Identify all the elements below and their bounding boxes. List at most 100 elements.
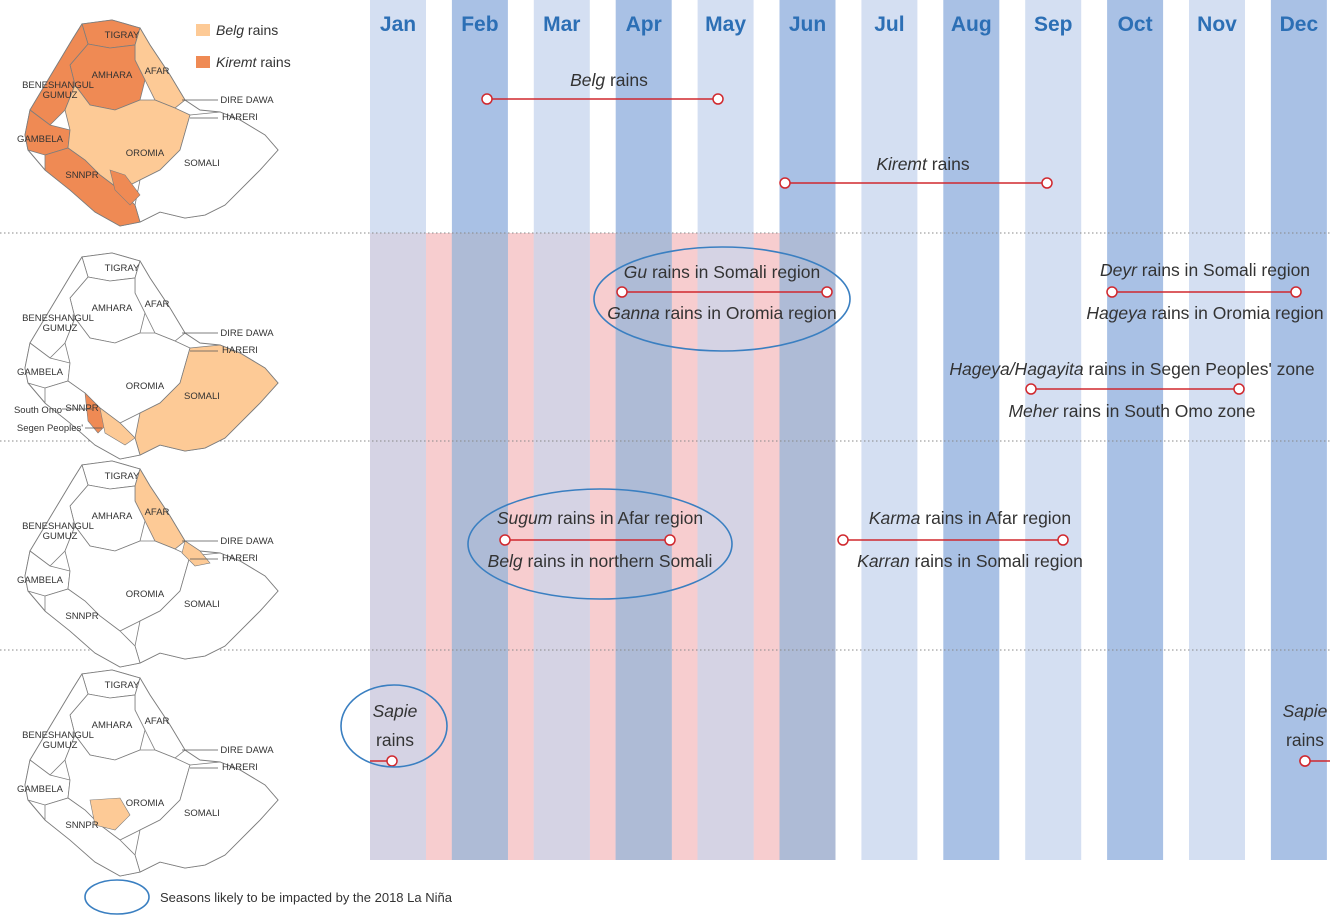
region-somali — [134, 344, 279, 456]
season-start-marker — [837, 534, 849, 546]
legend-kiremt-label: Kiremt rains — [216, 54, 291, 70]
map-label-hareri: HARERI — [222, 112, 258, 123]
region-north-somali — [181, 540, 211, 567]
season-label-1-rest: rains in Oromia region — [1147, 303, 1324, 323]
season-label-1: Karran rains in Somali region — [857, 551, 1083, 571]
season-label-1-rest: rains — [1286, 730, 1324, 750]
map-label-somali: SOMALI — [184, 158, 220, 169]
map-label-amhara: AMHARA — [92, 511, 133, 522]
month-label-jun: Jun — [789, 13, 826, 36]
map-label-somali: SOMALI — [184, 391, 220, 402]
map-label-afar: AFAR — [145, 716, 170, 727]
season-1: Kiremt rains — [779, 154, 1053, 189]
season-label-0-rest: rains — [605, 70, 648, 90]
season-label-1-rest: rains in South Omo zone — [1058, 401, 1255, 421]
legend-belg-swatch — [196, 24, 210, 36]
region-oromia-south — [99, 407, 136, 446]
season-label-0-italic: Sapie — [373, 701, 418, 721]
season-label-0-italic: Sugum — [497, 508, 552, 528]
season-end-marker — [821, 286, 833, 298]
season-label-1: rains — [376, 730, 414, 750]
month-column-shaded-mar — [533, 233, 590, 860]
month-label-jan: Jan — [380, 13, 416, 36]
month-columns — [370, 0, 1327, 860]
map-label-oromia: OROMIA — [126, 148, 165, 159]
map-label-amhara: AMHARA — [92, 720, 133, 731]
month-column-dec — [1270, 0, 1327, 860]
season-label-0: Hageya/Hagayita rains in Segen Peoples' … — [949, 359, 1314, 379]
legend-kiremt-label-italic: Kiremt — [216, 54, 258, 70]
map-label-gumuz: GUMUZ — [43, 531, 78, 542]
legend-kiremt-swatch — [196, 56, 210, 68]
month-label-nov: Nov — [1197, 13, 1237, 36]
map-label-afar: AFAR — [145, 66, 170, 77]
map-label-oromia: OROMIA — [126, 589, 165, 600]
region-snnpr — [44, 797, 141, 877]
season-end-marker — [1041, 177, 1053, 189]
season-7: Sapie rains — [340, 684, 448, 768]
season-label-0: Belg rains — [570, 70, 648, 90]
season-start-marker — [1025, 383, 1037, 395]
legend-belg-label: Belg rains — [216, 22, 278, 38]
map-label-gambela: GAMBELA — [17, 134, 64, 145]
season-label-0: Gu rains in Somali region — [624, 262, 821, 282]
season-end-marker — [664, 534, 676, 546]
season-label-1: rains — [1286, 730, 1324, 750]
season-label-0: Kiremt rains — [876, 154, 970, 174]
region-south-omo — [84, 392, 109, 434]
la-nina-ellipse — [467, 488, 733, 600]
legend-belg-label-italic: Belg — [216, 22, 244, 38]
map-label-dire-dawa: DIRE DAWA — [220, 745, 274, 756]
region-benesh — [29, 673, 89, 776]
month-label-sep: Sep — [1034, 13, 1073, 36]
map-label-afar: AFAR — [145, 507, 170, 518]
map-label-dire-dawa: DIRE DAWA — [220, 536, 274, 547]
season-end-marker — [1290, 286, 1302, 298]
month-label-feb: Feb — [461, 13, 498, 36]
region-benesh — [29, 23, 89, 126]
season-label-0-rest: rains in Afar region — [552, 508, 703, 528]
season-label-1-rest: rains in Oromia region — [660, 303, 837, 323]
region-benesh — [29, 256, 89, 359]
map-label-tigray: TIGRAY — [105, 471, 140, 482]
season-label-1-rest: rains — [376, 730, 414, 750]
month-label-jul: Jul — [874, 13, 904, 36]
month-column-sep — [1025, 0, 1082, 860]
season-end-marker — [386, 755, 398, 767]
la-nina-legend-text: Seasons likely to be impacted by the 201… — [160, 890, 453, 905]
season-label-0-rest: rains in Somali region — [1137, 260, 1310, 280]
row-dividers — [0, 232, 1330, 651]
map-label-beneshangul: BENESHANGUL — [22, 313, 94, 324]
season-label-1-rest: rains in Somali region — [910, 551, 1083, 571]
map-label-gumuz: GUMUZ — [43, 740, 78, 751]
region-snnpr — [44, 147, 141, 227]
map-label-somali: SOMALI — [184, 808, 220, 819]
season-end-marker — [1233, 383, 1245, 395]
season-label-0-italic: Belg — [570, 70, 605, 90]
map-label-hareri: HARERI — [222, 762, 258, 773]
season-label-1-italic: Meher — [1008, 401, 1059, 421]
map-label-oromia: OROMIA — [126, 381, 165, 392]
season-label-1: Belg rains in northern Somali — [488, 551, 713, 571]
map-label-dire-dawa: DIRE DAWA — [220, 328, 274, 339]
season-end-marker — [712, 93, 724, 105]
map-label-snnpr: SNNPR — [65, 170, 98, 181]
region-benesh — [29, 464, 89, 567]
season-label-0-italic: Gu — [624, 262, 648, 282]
map-label-amhara: AMHARA — [92, 303, 133, 314]
month-label-dec: Dec — [1280, 13, 1319, 36]
map-label-tigray: TIGRAY — [105, 30, 140, 41]
season-end-marker — [1299, 755, 1311, 767]
season-label-1-italic: Hageya — [1086, 303, 1147, 323]
season-start-marker — [481, 93, 493, 105]
season-label-0-italic: Sapie — [1283, 701, 1328, 721]
map-label-gambela: GAMBELA — [17, 367, 64, 378]
